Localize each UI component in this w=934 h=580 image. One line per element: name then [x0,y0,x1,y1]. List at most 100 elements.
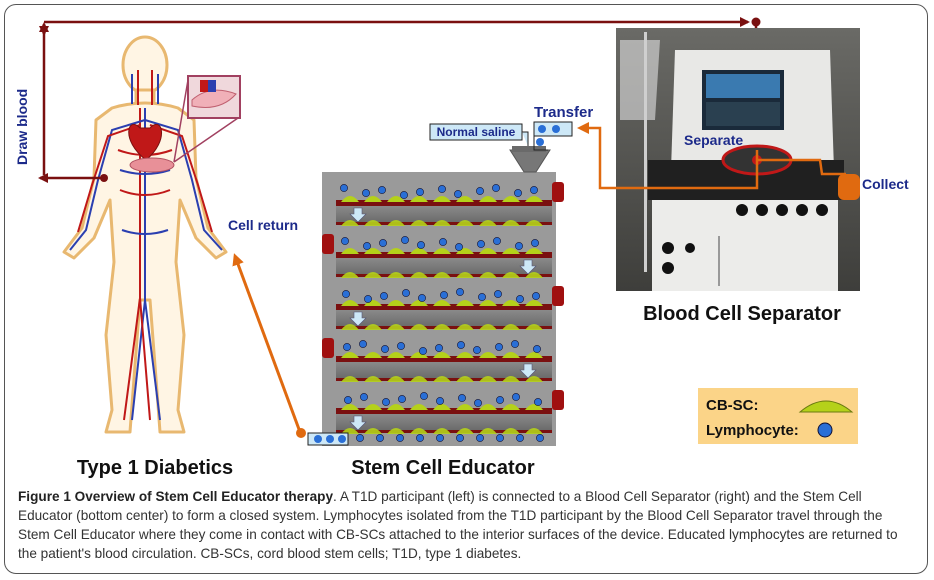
lymphocyte-cell [496,434,504,442]
cbsc-cell [364,196,382,202]
cbsc-cell [479,272,497,278]
lymphocyte-cell [457,341,465,349]
lymphocyte-cell [438,185,446,193]
draw-blood-label: Draw blood [14,89,30,165]
cbsc-cell [502,248,520,254]
lymphocyte-cell [398,395,406,403]
lymphocyte-cell [455,243,463,251]
cbsc-cell [341,196,359,202]
shelf-tab [322,338,334,358]
cbsc-cell [387,404,405,410]
cbsc-cell [433,248,451,254]
lymphocyte-cell [439,238,447,246]
lymphocyte-cell [456,288,464,296]
lymphocyte-cell [494,290,502,298]
lymphocyte-cell [533,345,541,353]
cbsc-cell [525,324,543,330]
stem-cell-educator-title: Stem Cell Educator [351,457,535,479]
cbsc-cell [341,272,359,278]
cbsc-cell [410,404,428,410]
cbsc-cell [387,248,405,254]
cbsc-cell [433,404,451,410]
cbsc-cell [456,352,474,358]
lymphocyte-cell [515,242,523,250]
lymphocyte-cell [420,392,428,400]
cbsc-cell [341,352,359,358]
cbsc-cell [502,196,520,202]
shelf-plate [336,408,552,414]
lymphocyte-cell [473,346,481,354]
legend-box: CB-SC: Lymphocyte: [698,388,858,444]
cell-return-label: Cell return [228,217,298,233]
cell-return-path [232,253,349,446]
lymphocyte-cell [495,343,503,351]
shelf-plate [336,200,552,206]
legend-lymphocyte-symbol [817,422,833,438]
lymphocyte-cell [532,292,540,300]
cbsc-cell [433,272,451,278]
shelf-plate [336,356,552,362]
shelf-plate [336,252,552,258]
flow-arrow [519,363,537,379]
lymphocyte-cell [477,240,485,248]
shelf-body [336,258,552,274]
lymphocyte-cell [342,290,350,298]
cbsc-cell [341,220,359,226]
lymphocyte-cell [436,397,444,405]
lymphocyte-cell [363,242,371,250]
lymphocyte-cell [380,292,388,300]
flow-arrow [349,415,367,431]
lymphocyte-cell [418,294,426,302]
lymphocyte-cell [474,399,482,407]
lymphocyte-cell [356,434,364,442]
lymphocyte-cell [360,393,368,401]
cbsc-cell [479,352,497,358]
flow-arrow [349,311,367,327]
blood-cell-separator-title: Blood Cell Separator [643,303,841,325]
cbsc-cell [341,300,359,306]
cbsc-cell [456,324,474,330]
caption-title: Figure 1 Overview of Stem Cell Educator … [18,489,334,504]
cbsc-cell [364,376,382,382]
lymphocyte-cell [340,184,348,192]
cbsc-cell [479,376,497,382]
lymphocyte-cell [516,295,524,303]
lymphocyte-cell [419,347,427,355]
cbsc-cell [433,300,451,306]
cbsc-cell [525,196,543,202]
cbsc-cell [433,352,451,358]
lymphocyte-cell [493,237,501,245]
cbsc-cell [341,404,359,410]
lymphocyte-cell [402,289,410,297]
cbsc-cell [364,220,382,226]
cbsc-cell [456,376,474,382]
cbsc-cell [387,196,405,202]
shelf-tab [552,390,564,410]
lymphocyte-cell [456,434,464,442]
blood-cell-separator-photo [616,28,860,291]
cbsc-cell [456,300,474,306]
separate-label: Separate [684,132,743,148]
lymphocyte-cell [382,398,390,406]
lymphocyte-cell [458,394,466,402]
lymphocyte-cell [435,344,443,352]
cbsc-cell [387,272,405,278]
flow-arrow [349,207,367,223]
normal-saline-tube [429,121,573,151]
shelf-tab [322,234,334,254]
collect-path [757,158,860,200]
human-body-illustration [62,35,241,434]
legend-cbsc-label: CB-SC: [706,397,759,414]
cbsc-cell [341,376,359,382]
cbsc-cell [387,428,405,434]
lymphocyte-cell [531,239,539,247]
lymphocyte-cell [512,393,520,401]
cbsc-cell [479,300,497,306]
lymphocyte-cell [416,188,424,196]
lymphocyte-cell [359,340,367,348]
cbsc-cell [479,220,497,226]
cbsc-cell [410,248,428,254]
cbsc-cell [502,376,520,382]
cbsc-cell [479,248,497,254]
